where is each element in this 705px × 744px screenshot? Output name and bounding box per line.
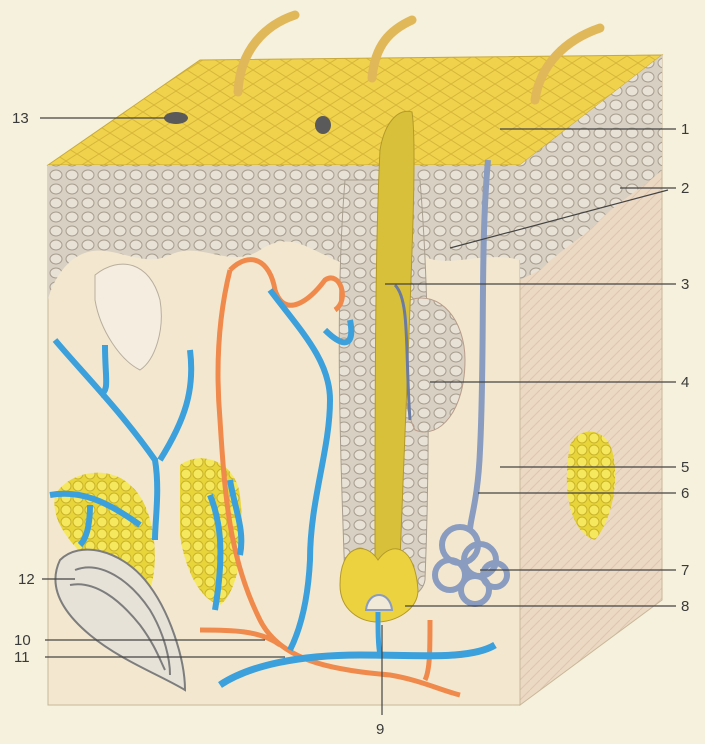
label-4: 4 xyxy=(681,374,689,391)
label-7: 7 xyxy=(681,562,689,579)
vein-to-papilla xyxy=(378,612,380,655)
sweat-pore-1 xyxy=(164,112,188,124)
label-5: 5 xyxy=(681,459,689,476)
label-10: 10 xyxy=(14,632,31,649)
label-2: 2 xyxy=(681,180,689,197)
label-6: 6 xyxy=(681,485,689,502)
sweat-pore-2 xyxy=(315,116,331,134)
label-11: 11 xyxy=(14,649,30,666)
label-3: 3 xyxy=(681,276,689,293)
label-13: 13 xyxy=(12,110,29,127)
label-9: 9 xyxy=(376,721,384,738)
label-1: 1 xyxy=(681,121,689,138)
label-12: 12 xyxy=(18,571,35,588)
label-8: 8 xyxy=(681,598,689,615)
